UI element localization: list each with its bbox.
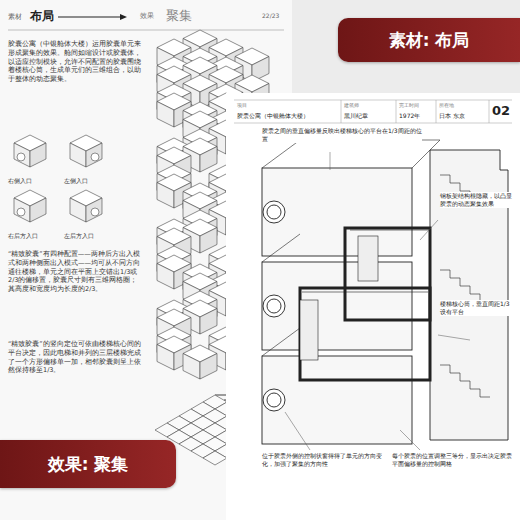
cube-face [157, 102, 174, 128]
banner-text: 素材: 布局 [389, 29, 470, 52]
page-text: 完工时间 [399, 102, 435, 109]
page-text: “精致胶囊”有四种配置——两种后方出入模式和两种侧面出入模式——均可从不同方向通… [8, 250, 143, 294]
cube-face [70, 143, 86, 167]
cube-face [183, 354, 200, 380]
cube-face [157, 345, 174, 371]
cube-face [30, 198, 46, 222]
cube-face [14, 198, 30, 222]
annotation: 胶囊之间的垂直偏移量反映出楼梯核心的平台在1/3间距的位置 [262, 127, 422, 143]
annotation: 楼梯核心筒，垂直间距1/3设有平台 [440, 300, 512, 316]
annotation: 钢板架结构根隐藏，以凸显胶囊的动态聚集效果 [440, 192, 512, 208]
page-text: 1972年 [399, 112, 435, 120]
cube-face [14, 143, 30, 167]
page-text: 胶囊公寓（中银舱体大楼）运用胶囊单元来形成聚集的效果。舱间如缩设计或胶囊体，以适… [8, 40, 143, 84]
page-text: 左侧入口 [64, 177, 114, 185]
page-text: 22/23 [262, 12, 288, 20]
cube-face [86, 198, 102, 222]
annotation: 位于胶囊外侧的控制状窗得得了单元的方向变化，加强了聚集的方向性 [262, 452, 382, 468]
arrowhead [120, 14, 127, 20]
cube-face [86, 143, 102, 167]
page-text: 黑川纪章 [344, 112, 394, 120]
annotation: 每个胶囊的位置调整三等分，显示出决定胶囊平面偏移量的控制网格 [392, 452, 512, 468]
page-text: “精致胶囊”的竖向定位可依由楼梯核心间的平台决定，因此电梯和并列的三层楼梯完成了… [8, 340, 143, 375]
page-text: 左后方入口 [64, 232, 114, 240]
page-text: 所在地 [439, 102, 479, 109]
page-text: 项目 [237, 102, 277, 109]
capsule-window [17, 153, 25, 161]
section-illustration [262, 140, 508, 444]
cube-face [157, 183, 174, 209]
page-text: 右侧入口 [8, 177, 58, 185]
arrow [58, 16, 120, 17]
cube-face [203, 451, 227, 465]
cube-face [157, 264, 174, 290]
page-text: 日本 东京 [439, 112, 487, 120]
cube-face [30, 143, 46, 167]
banner: 效果: 聚集 [0, 440, 176, 488]
capsule-window [17, 208, 25, 216]
page-text: 聚集 [166, 7, 206, 25]
cube-face [200, 228, 217, 254]
right-page [226, 93, 520, 520]
page-text: 右后方入口 [8, 232, 58, 240]
page-text: 建筑师 [344, 102, 384, 109]
cube-face [70, 198, 86, 222]
header-rule [8, 30, 284, 31]
banner-text: 效果: 聚集 [48, 453, 129, 476]
header-table [234, 100, 512, 123]
page-text: 胶囊公寓（中银舱体大楼） [237, 112, 341, 120]
cube-face [200, 354, 217, 380]
capsule-window [91, 153, 99, 161]
cube-face [200, 147, 217, 173]
page-text: 02 [492, 102, 516, 120]
capsule-window [91, 208, 99, 216]
page-text: 效果 [140, 12, 170, 21]
cube-face [200, 309, 217, 335]
page-text: 布局 [30, 8, 60, 24]
banner: 素材: 布局 [338, 18, 520, 62]
